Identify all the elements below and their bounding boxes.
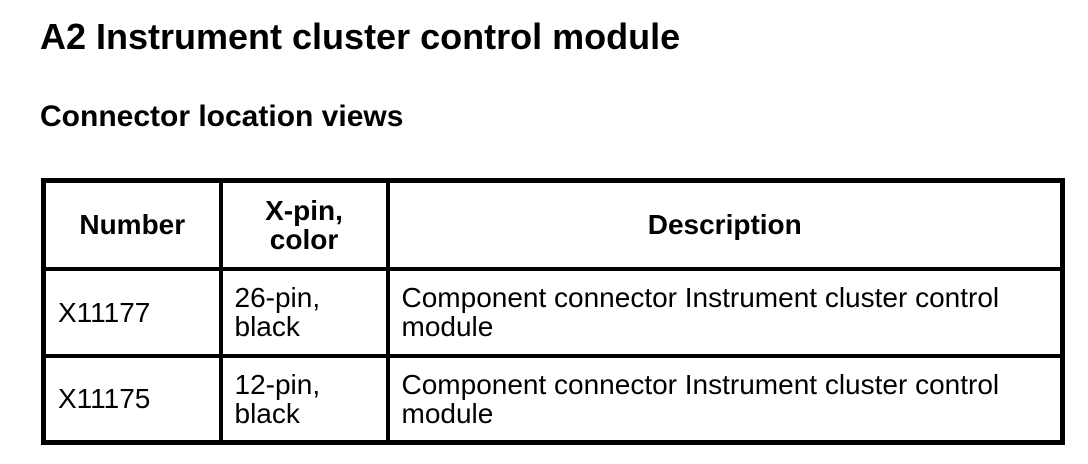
table-header-row: Number X-pin, color Description [41,178,1065,271]
section-heading-connector-location-views: Connector location views [40,100,404,133]
cell-connector-number: X11177 [41,266,223,358]
table-row: X11175 12-pin, black Component connector… [41,353,1065,445]
table-row: X11177 26-pin, black Component connector… [41,266,1065,358]
page-title: A2 Instrument cluster control module [40,16,681,57]
column-header-pin-color: X-pin, color [218,178,390,271]
cell-description: Component connector Instrument cluster c… [385,266,1065,358]
cell-pin-color: 12-pin, black [218,353,390,445]
column-header-description: Description [385,178,1065,271]
cell-connector-number: X11175 [41,353,223,445]
connector-table: Number X-pin, color Description X11177 2… [41,178,1065,445]
cell-pin-color: 26-pin, black [218,266,390,358]
column-header-number: Number [41,178,223,271]
cell-description: Component connector Instrument cluster c… [385,353,1065,445]
